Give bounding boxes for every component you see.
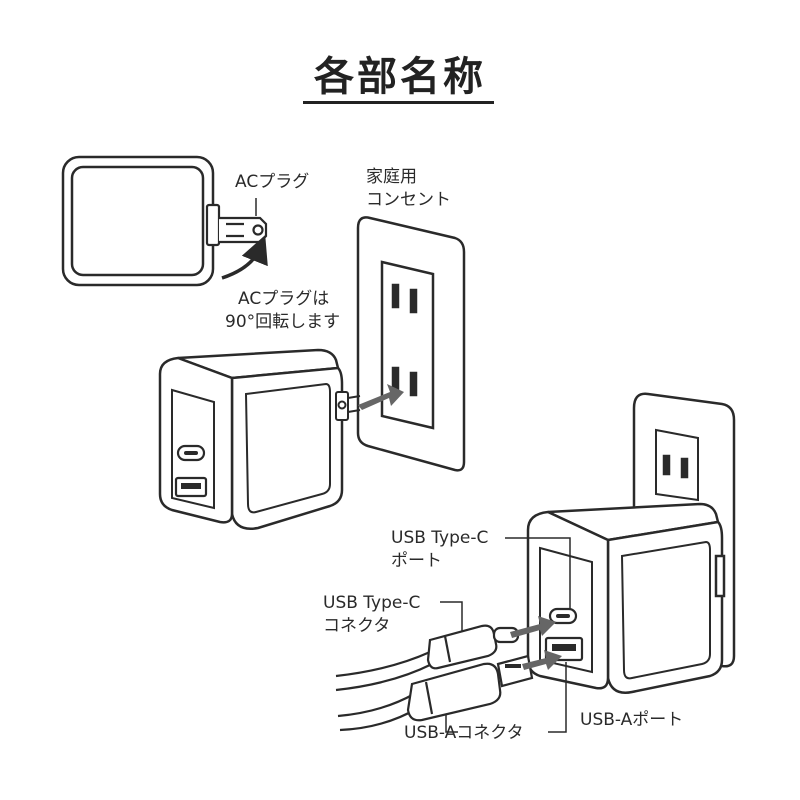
label-ac-plug-rotates-line2: 90°回転します	[225, 312, 341, 332]
charger-3d-view	[158, 348, 344, 530]
label-ac-plug-rotates-line1: ACプラグは	[238, 289, 330, 309]
usb-c-cable	[335, 624, 520, 692]
unfolded-ac-plug	[335, 391, 361, 421]
label-outlet-line2: コンセント	[366, 190, 451, 210]
charger-plugged-in	[526, 502, 726, 694]
label-ac-plug: ACプラグ	[235, 172, 310, 192]
label-usbc-port-line1: USB Type-C	[391, 528, 489, 548]
insert-arrow-usba	[522, 650, 562, 670]
folded-ac-plug	[205, 203, 268, 247]
label-usba-connector: USB-Aコネクタ	[404, 723, 524, 743]
title-underline	[303, 101, 494, 104]
insert-arrow-outlet	[358, 384, 404, 410]
label-usbc-connector-line1: USB Type-C	[323, 593, 421, 613]
label-outlet-line1: 家庭用	[366, 167, 417, 187]
leader-lines	[440, 537, 571, 733]
usb-a-cable	[337, 654, 534, 732]
rotate-arrow	[221, 235, 268, 280]
wall-outlet	[356, 216, 466, 472]
page-title: 各部名称	[314, 54, 486, 100]
label-usbc-connector-line2: コネクタ	[323, 616, 391, 636]
insert-arrow-usbc	[510, 616, 556, 638]
label-usbc-port-line2: ポート	[391, 551, 442, 571]
label-usba-port: USB-Aポート	[580, 710, 684, 730]
charger-back-view	[61, 155, 215, 287]
